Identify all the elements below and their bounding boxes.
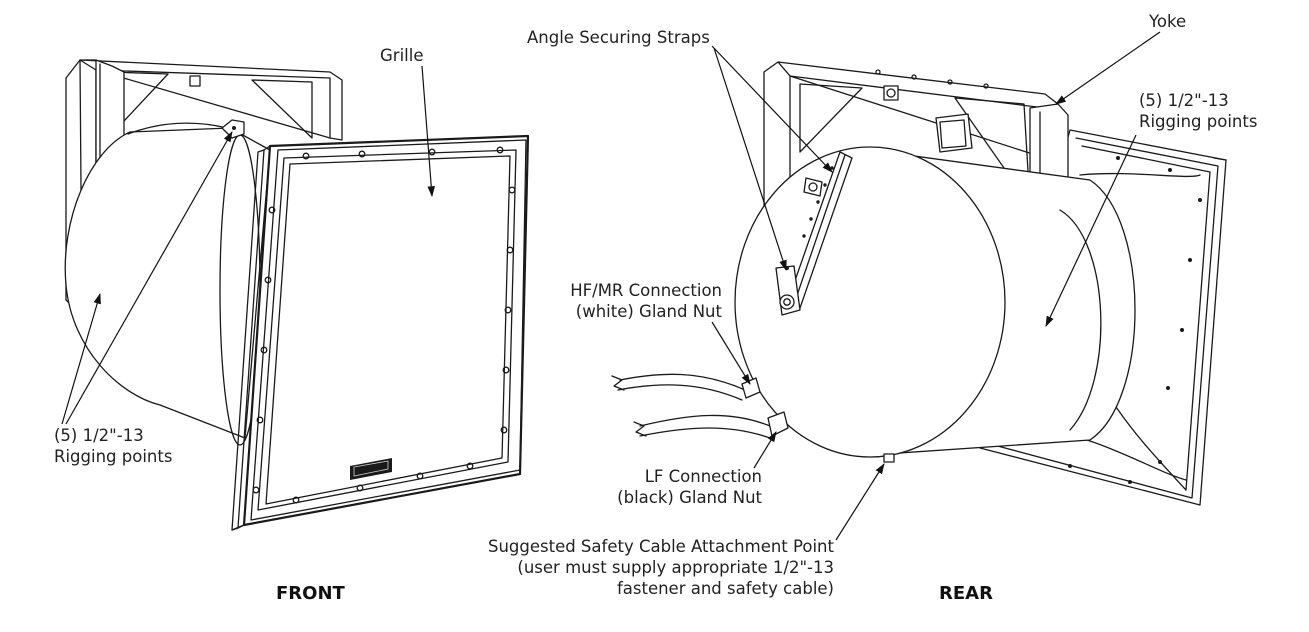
rear-rigging-points-label: (5) 1/2"-13 Rigging points	[1139, 91, 1258, 131]
hf-mr-connection-label: HF/MR Connection (white) Gland Nut	[570, 281, 722, 321]
lf-cable	[633, 411, 789, 439]
safety-cable-label: Suggested Safety Cable Attachment Point …	[487, 537, 834, 598]
community-logo	[350, 458, 392, 480]
yoke-label: Yoke	[1149, 12, 1187, 31]
front-caption: FRONT	[276, 583, 345, 604]
leader-lines	[61, 31, 1161, 541]
angle-securing-strap	[775, 151, 853, 316]
angle-straps-label: Angle Securing Straps	[527, 28, 710, 47]
grille-label: Grille	[380, 46, 424, 65]
rear-speaker-body	[734, 146, 1136, 458]
rear-caption: REAR	[939, 583, 993, 604]
front-speaker-body	[64, 127, 271, 439]
hf-mr-cable	[611, 373, 761, 401]
lf-connection-label: LF Connection (black) Gland Nut	[617, 467, 762, 507]
rear-yoke-top	[777, 61, 1059, 165]
rear-view	[611, 61, 1227, 506]
front-view	[64, 59, 530, 531]
safety-cable-point-icon	[883, 453, 895, 463]
front-rigging-points-label: (5) 1/2"-13 Rigging points	[54, 426, 173, 466]
front-grille	[231, 134, 530, 531]
